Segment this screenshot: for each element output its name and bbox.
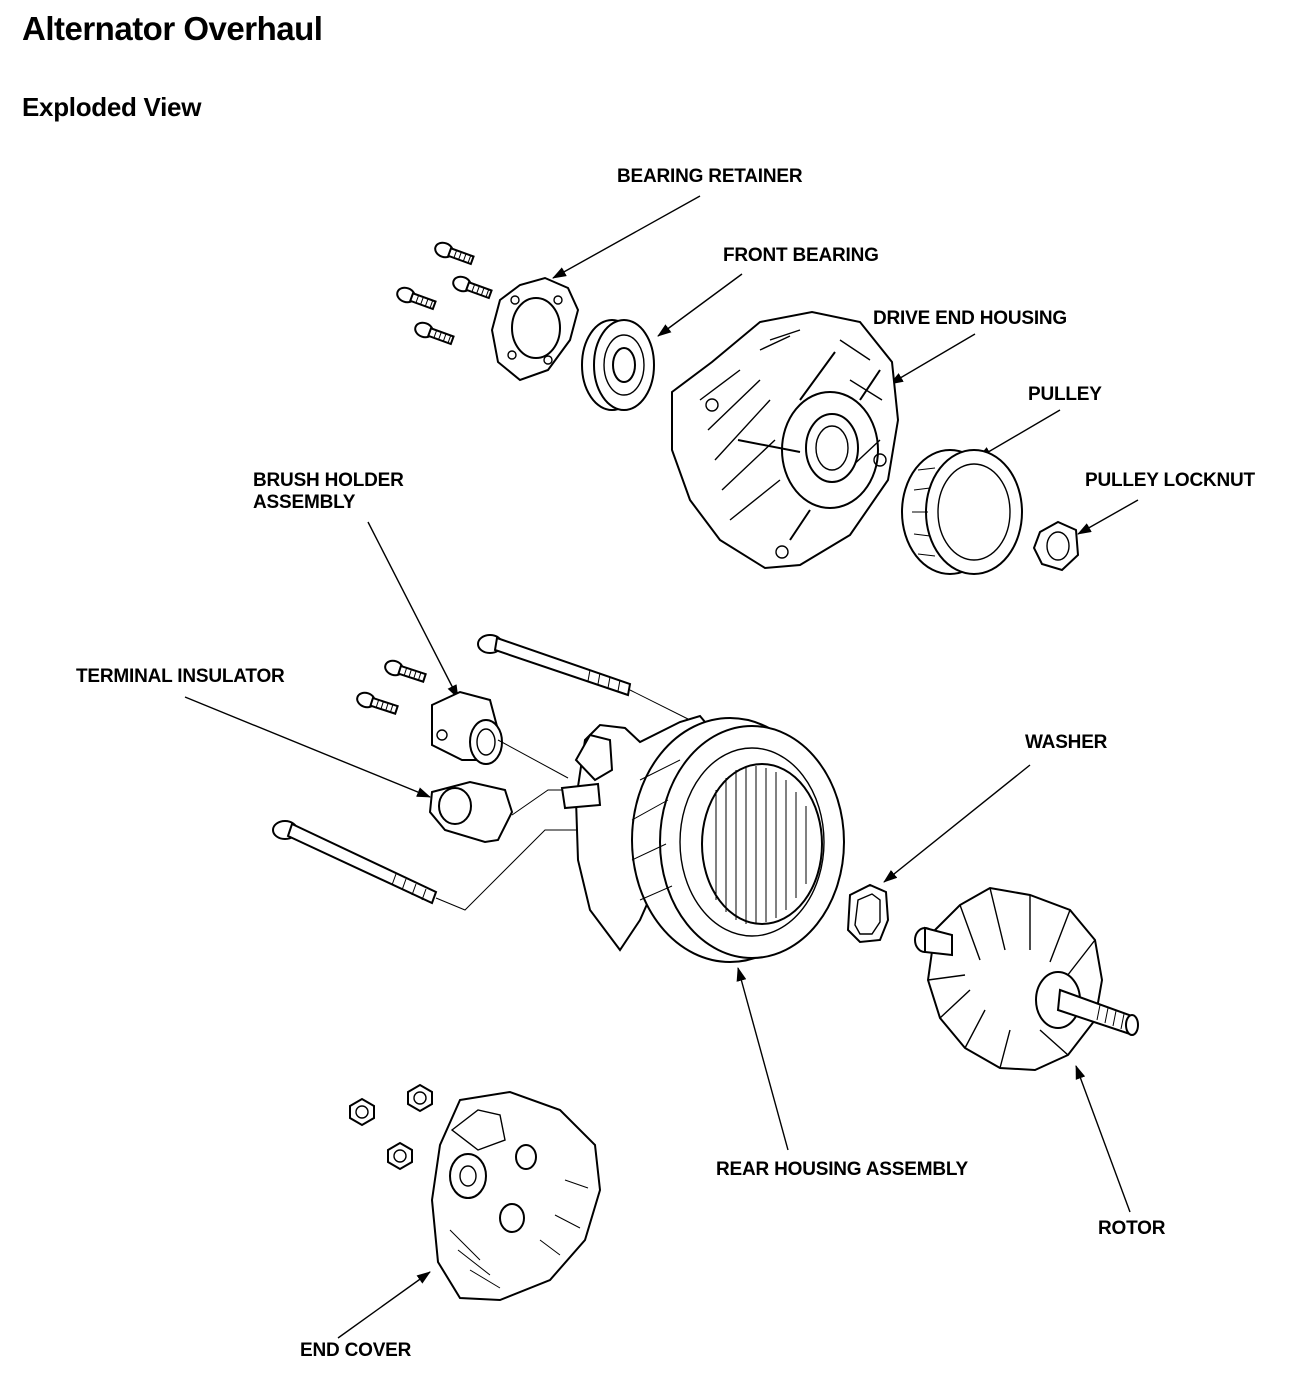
leader-pulley: [977, 409, 1061, 459]
front-bearing-part: [581, 319, 655, 411]
leader-rear-housing: [736, 967, 789, 1151]
drive-end-housing-part: [671, 310, 900, 570]
label-brush-holder-line2: ASSEMBLY: [253, 492, 356, 513]
brush-holder-screws: [356, 659, 427, 715]
label-rear-housing-assembly: REAR HOUSING ASSEMBLY: [716, 1159, 968, 1180]
label-end-cover: END COVER: [300, 1340, 412, 1361]
leader-drive-end-housing: [889, 333, 976, 385]
leader-brush-holder: [367, 521, 459, 699]
end-cover-part: [430, 1090, 602, 1302]
page-subtitle: Exploded View: [22, 92, 202, 122]
leader-rotor: [1075, 1065, 1131, 1213]
leader-end-cover: [337, 1271, 431, 1339]
leader-terminal-insulator: [184, 696, 431, 798]
leader-bearing-retainer: [552, 195, 701, 279]
label-rotor: ROTOR: [1098, 1218, 1166, 1239]
label-bearing-retainer: BEARING RETAINER: [617, 166, 803, 187]
page-title: Alternator Overhaul: [22, 10, 323, 47]
label-drive-end-housing: DRIVE END HOUSING: [873, 308, 1068, 329]
end-cover-nuts: [349, 1083, 433, 1171]
through-bolt-upper: [477, 634, 632, 697]
bearing-retainer-part: [490, 276, 580, 382]
brush-holder-part: [431, 690, 503, 765]
leader-lines: [184, 195, 1139, 1339]
through-bolt-lower: [272, 820, 438, 905]
label-terminal-insulator: TERMINAL INSULATOR: [76, 666, 285, 687]
washer-part: [846, 883, 890, 944]
pulley-part: [901, 449, 1023, 575]
pulley-locknut-part: [1032, 520, 1080, 572]
leader-pulley-locknut: [1077, 499, 1139, 535]
label-pulley-locknut: PULLEY LOCKNUT: [1085, 470, 1255, 491]
label-pulley: PULLEY: [1028, 384, 1102, 405]
label-front-bearing: FRONT BEARING: [723, 245, 879, 266]
label-brush-holder-line1: BRUSH HOLDER: [253, 470, 404, 491]
leader-washer: [883, 764, 1031, 883]
label-washer: WASHER: [1025, 732, 1108, 753]
retainer-screws: [396, 241, 493, 346]
rear-housing-assembly-part: [560, 714, 845, 963]
rotor-part: [914, 886, 1139, 1072]
leader-front-bearing: [657, 273, 743, 337]
alignment-lines: [435, 689, 691, 911]
terminal-insulator-part: [428, 780, 514, 844]
